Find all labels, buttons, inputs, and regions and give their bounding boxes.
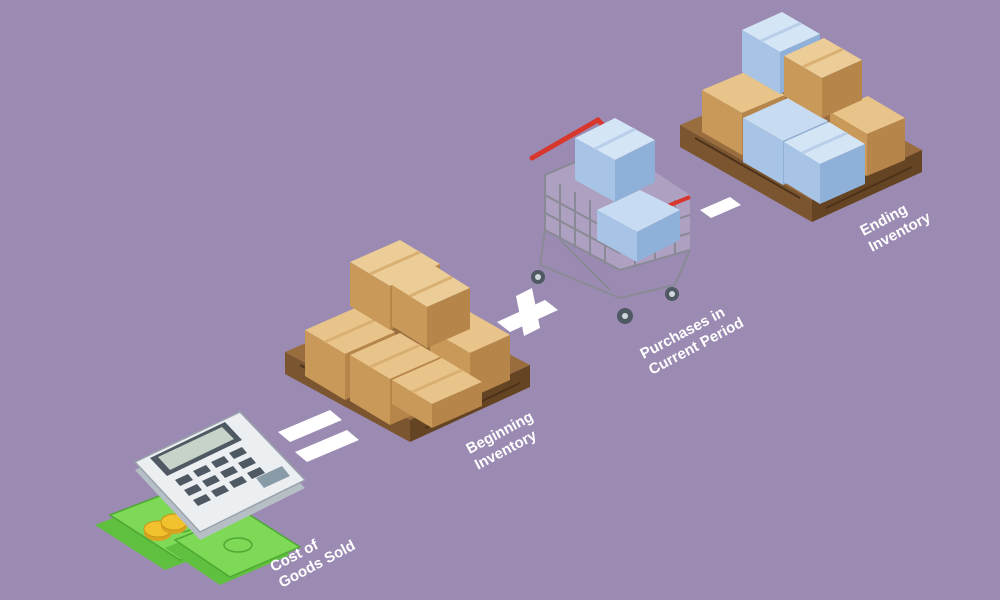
coins-icon [143, 513, 188, 541]
ending-inventory-group: Ending Inventory [680, 12, 934, 256]
minus-operator [700, 197, 741, 218]
cogs-group: Cost of Goods Sold [95, 411, 358, 592]
calculator-icon [133, 411, 307, 540]
beginning-inventory-group: Beginning Inventory [285, 240, 540, 474]
cardboard-box-icon [702, 12, 905, 204]
cardboard-box-icon [305, 240, 510, 428]
equals-operator [278, 410, 359, 462]
shopping-cart-icon [529, 116, 691, 324]
purchases-group: Purchases in Current Period [529, 116, 747, 379]
beginning-inventory-label: Beginning Inventory [463, 408, 540, 473]
plus-operator [497, 288, 558, 336]
